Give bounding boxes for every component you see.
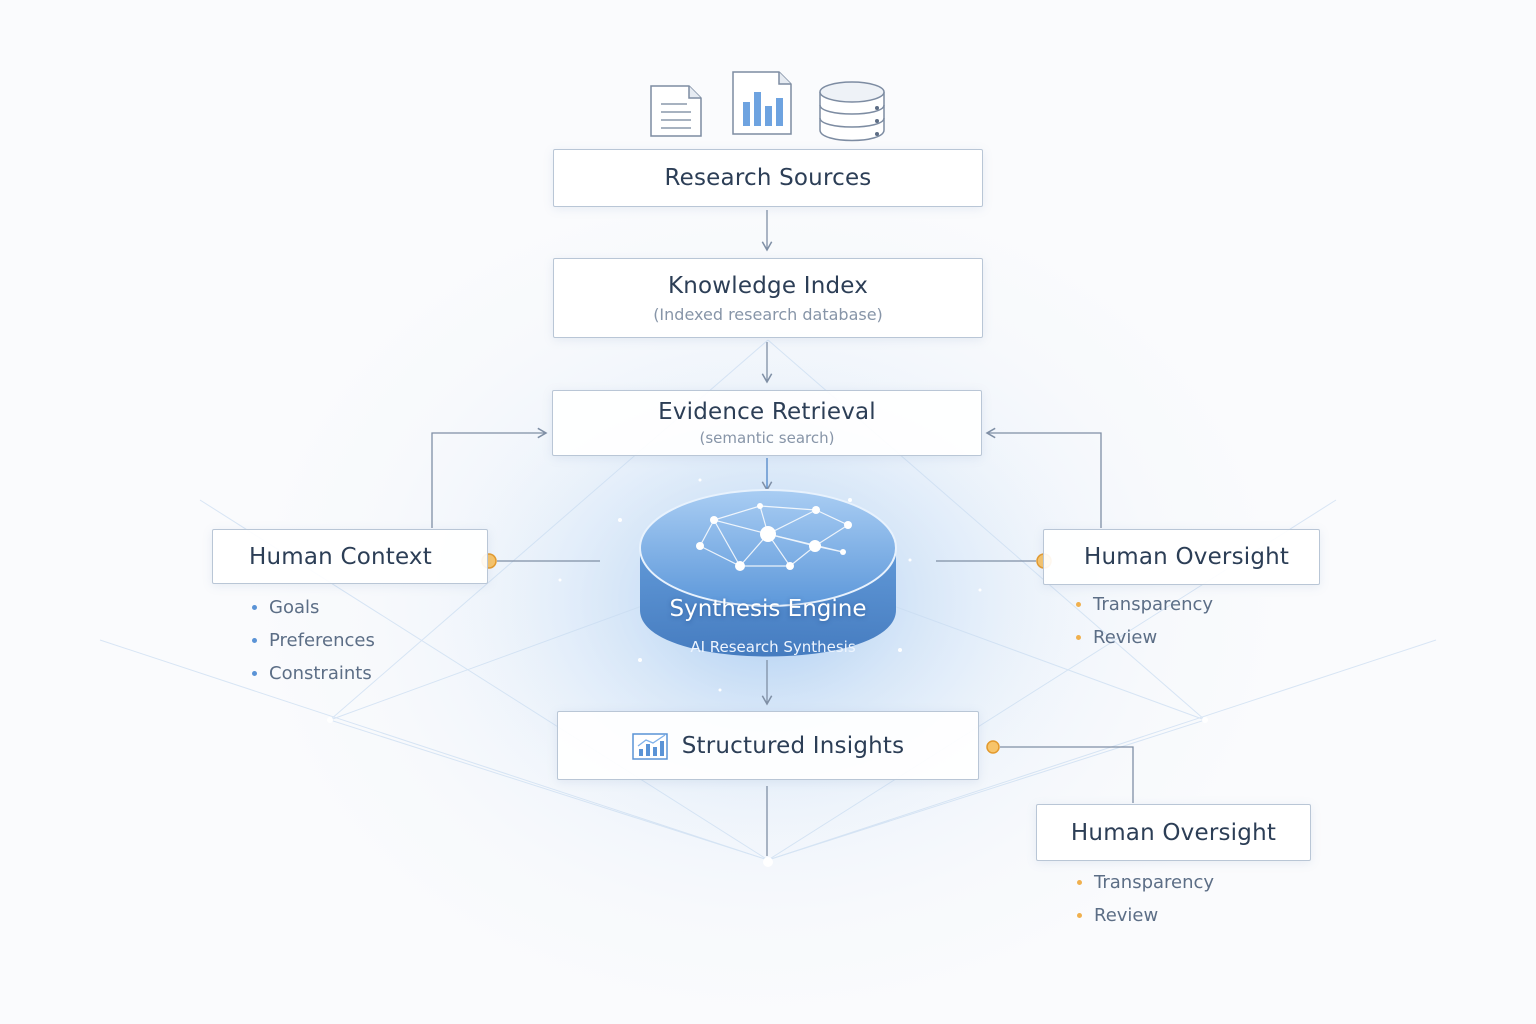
human-context-node[interactable]: Human Context bbox=[212, 529, 488, 584]
sparkles bbox=[327, 478, 1208, 867]
list-item: Transparency bbox=[1077, 866, 1214, 899]
synthesis-engine-title: Synthesis Engine bbox=[669, 596, 867, 622]
list-item-label: Goals bbox=[269, 597, 320, 618]
bullet-dot bbox=[1076, 635, 1081, 640]
structured-insights-node[interactable]: Structured Insights bbox=[557, 711, 979, 780]
bar-chart-document-icon bbox=[732, 71, 792, 135]
list-item-label: Transparency bbox=[1093, 594, 1214, 615]
insights-chart-icon bbox=[631, 732, 668, 760]
synthesis-engine-disc bbox=[639, 489, 897, 657]
evidence-retrieval-title: Evidence Retrieval bbox=[658, 399, 876, 425]
evidence-retrieval-node[interactable]: Evidence Retrieval (semantic search) bbox=[552, 390, 982, 456]
list-item-label: Transparency bbox=[1094, 872, 1215, 893]
human-oversight-top-node[interactable]: Human Oversight bbox=[1043, 529, 1320, 585]
human-oversight-bottom-title: Human Oversight bbox=[1070, 819, 1277, 846]
synthesis-engine-subtitle: AI Research Synthesis bbox=[690, 638, 856, 656]
evidence-retrieval-subtitle: (semantic search) bbox=[699, 429, 835, 447]
list-item-label: Preferences bbox=[269, 630, 375, 651]
bullet-dot bbox=[1077, 880, 1082, 885]
bullet-dot bbox=[1076, 602, 1081, 607]
document-icon bbox=[650, 85, 702, 137]
connector-context-to-retrieval bbox=[431, 427, 548, 528]
human-context-title: Human Context bbox=[249, 543, 432, 570]
knowledge-index-subtitle: (Indexed research database) bbox=[653, 304, 883, 324]
connector-insights-to-oversight bbox=[1000, 746, 1134, 803]
human-oversight-bottom-node[interactable]: Human Oversight bbox=[1036, 804, 1311, 861]
bullet-dot bbox=[1077, 913, 1082, 918]
human-oversight-bottom-list: Transparency Review bbox=[1077, 866, 1214, 932]
research-sources-node[interactable]: Research Sources bbox=[553, 149, 983, 207]
research-sources-title: Research Sources bbox=[664, 165, 872, 191]
connector-oversight-to-retrieval bbox=[985, 427, 1102, 528]
database-icon bbox=[819, 81, 885, 142]
structured-insights-title: Structured Insights bbox=[681, 732, 905, 759]
list-item: Goals bbox=[252, 591, 375, 624]
bullet-dot bbox=[252, 638, 257, 643]
list-item-label: Constraints bbox=[269, 663, 372, 684]
list-item: Review bbox=[1076, 621, 1213, 654]
list-item: Preferences bbox=[252, 624, 375, 657]
list-item: Transparency bbox=[1076, 588, 1213, 621]
human-oversight-top-title: Human Oversight bbox=[1084, 544, 1290, 570]
list-item: Constraints bbox=[252, 657, 375, 690]
list-item: Review bbox=[1077, 899, 1214, 932]
list-item-label: Review bbox=[1094, 905, 1159, 926]
knowledge-index-node[interactable]: Knowledge Index (Indexed research databa… bbox=[553, 258, 983, 338]
bullet-dot bbox=[252, 605, 257, 610]
list-item-label: Review bbox=[1093, 627, 1158, 648]
human-context-list: Goals Preferences Constraints bbox=[252, 591, 375, 690]
connector-node-insights bbox=[986, 740, 1000, 754]
knowledge-index-title: Knowledge Index bbox=[667, 272, 869, 299]
human-oversight-top-list: Transparency Review bbox=[1076, 588, 1213, 654]
bullet-dot bbox=[252, 671, 257, 676]
